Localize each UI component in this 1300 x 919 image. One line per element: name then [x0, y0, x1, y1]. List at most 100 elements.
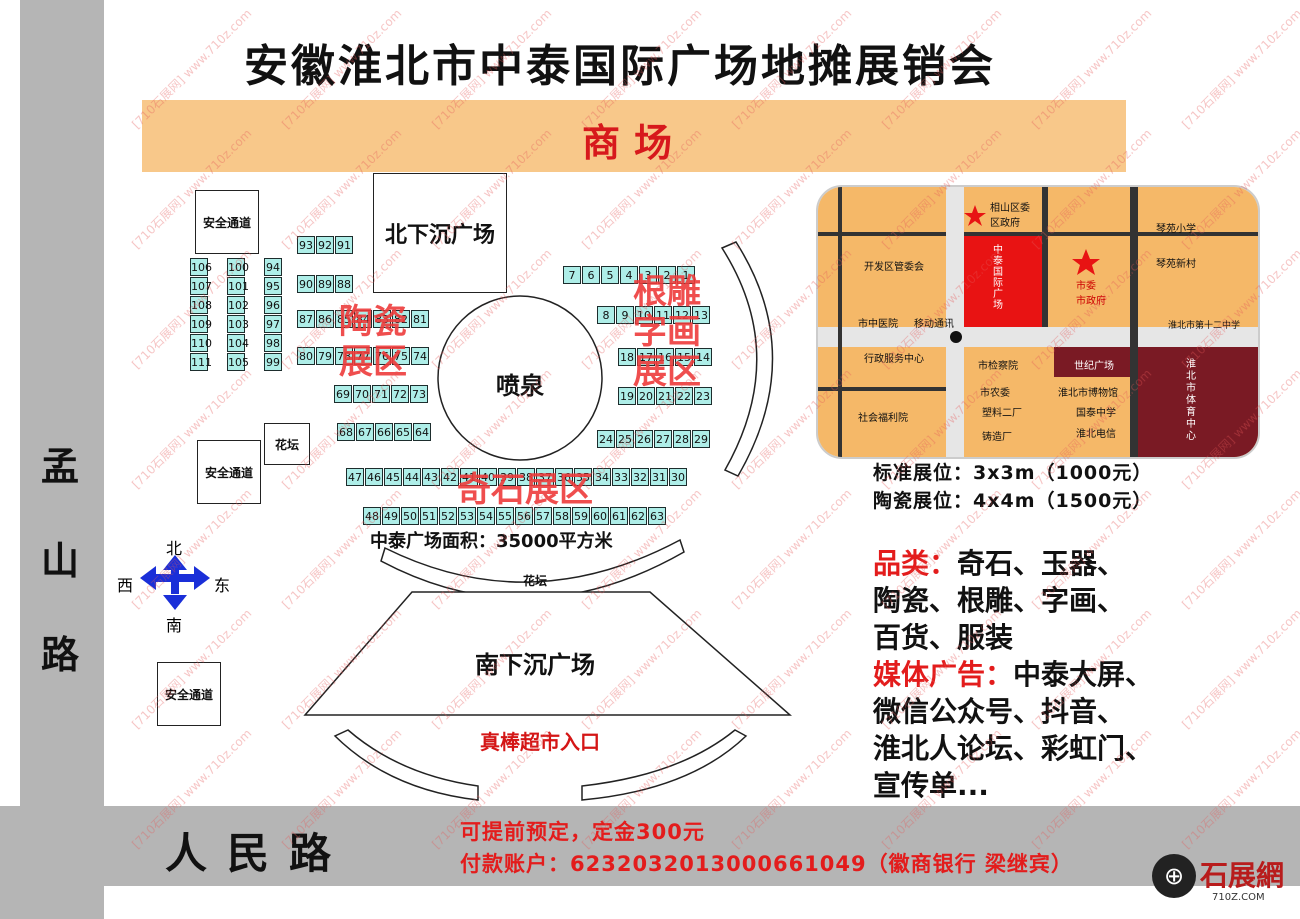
booth: 22 [675, 387, 693, 405]
road-edge-bottom [104, 886, 1300, 919]
map-label-dianxin: 淮北电信 [1076, 429, 1116, 440]
map-label-xingzheng: 行政服务中心 [864, 354, 924, 365]
map-label-jianchayuan: 市检察院 [978, 361, 1018, 372]
stone-zone-label: 奇石展区 [457, 470, 593, 510]
booth: 77 [354, 347, 372, 365]
booth: 1 [677, 266, 695, 284]
booth: 63 [648, 507, 666, 525]
booth: 32 [631, 468, 649, 486]
booth: 9 [616, 306, 634, 324]
media-label: 媒体广告： [873, 658, 1014, 691]
booth: 93 [297, 236, 315, 254]
booth: 47 [346, 468, 364, 486]
booth: 75 [392, 347, 410, 365]
booth: 107 [190, 277, 212, 295]
road-edge-corner [0, 886, 20, 919]
booth: 85 [335, 310, 353, 328]
map-label-tiyu: 淮 北 市 体 育 中 心 [1186, 359, 1196, 442]
booth: 71 [372, 385, 390, 403]
mall-label: 商场 [581, 121, 686, 165]
flower-bed-label: 花坛 [274, 437, 299, 452]
booth: 2 [658, 266, 676, 284]
booth: 15 [675, 348, 693, 366]
booth: 103 [227, 315, 249, 333]
booth: 24 [597, 430, 615, 448]
south-arc-left [333, 729, 479, 801]
booth: 106 [190, 258, 212, 276]
booth: 38 [517, 468, 535, 486]
booth: 104 [227, 334, 249, 352]
map-label-shiji: 世纪广场 [1074, 361, 1114, 372]
location-map: 相山区委 区政府 中 泰 国 际 广 场 市委 市政府 琴苑小学 琴苑新村 开发… [816, 185, 1260, 459]
category-label: 品类： [873, 547, 958, 580]
booth: 90 [297, 275, 315, 293]
compass-icon [140, 555, 210, 610]
booth: 99 [264, 353, 282, 371]
map-label-shiwei: 市委 市政府 [1076, 281, 1106, 307]
booth: 82 [392, 310, 410, 328]
safety-exit-3: 安全通道 [157, 662, 221, 726]
media-line-1: 媒体广告：中泰大屏、 [873, 656, 1283, 693]
booth: 43 [422, 468, 440, 486]
booth: 35 [574, 468, 592, 486]
map-label-yidong: 移动通讯 [914, 319, 954, 330]
booth: 19 [618, 387, 636, 405]
booth: 61 [610, 507, 628, 525]
booth: 40 [479, 468, 497, 486]
map-label-qinyuan-school: 琴苑小学 [1156, 224, 1196, 235]
booth: 36 [555, 468, 573, 486]
booth: 67 [356, 423, 374, 441]
logo: ⊕ 石展網 710Z.COM [1148, 848, 1298, 912]
booth: 11 [654, 306, 672, 324]
compass-west: 西 [117, 576, 134, 595]
meng-shan-road [20, 0, 104, 919]
flower-bed-1: 花坛 [264, 423, 310, 465]
map-label-no12: 淮北市第十二中学 [1168, 321, 1241, 331]
booth: 5 [601, 266, 619, 284]
booth: 100 [227, 258, 249, 276]
south-plaza-shape [303, 591, 792, 716]
booth: 109 [190, 315, 212, 333]
meng-road-label: 孟山路 [40, 445, 79, 677]
booth: 49 [382, 507, 400, 525]
media-line-2: 微信公众号、抖音、 [873, 695, 1126, 728]
booth: 73 [410, 385, 428, 403]
safety-exit-label: 安全通道 [202, 215, 251, 230]
booth: 60 [591, 507, 609, 525]
price-ceramic: 陶瓷展位：4x4m（1500元） [873, 490, 1153, 512]
flower-bed-2-label: 花坛 [522, 574, 547, 588]
booth: 17 [637, 348, 655, 366]
booth: 41 [460, 468, 478, 486]
booth: 58 [553, 507, 571, 525]
booth: 37 [536, 468, 554, 486]
booth: 14 [694, 348, 712, 366]
logo-name: 石展網 [1200, 859, 1285, 892]
safety-exit-label: 安全通道 [164, 687, 213, 702]
booth: 54 [477, 507, 495, 525]
booth: 27 [654, 430, 672, 448]
page-title: 安徽淮北市中泰国际广场地摊展销会 [244, 41, 996, 92]
booth: 25 [616, 430, 634, 448]
booth: 111 [190, 353, 212, 371]
booth: 110 [190, 334, 212, 352]
booth: 33 [612, 468, 630, 486]
booth: 74 [411, 347, 429, 365]
compass-north: 北 [166, 539, 183, 558]
map-label-zhongtai: 中 泰 国 际 广 场 [993, 245, 1003, 311]
booth: 31 [650, 468, 668, 486]
compass-south: 南 [166, 616, 183, 635]
booth: 64 [413, 423, 431, 441]
booth: 69 [334, 385, 352, 403]
map-label-qinyuan-village: 琴苑新村 [1156, 259, 1196, 270]
booth: 66 [375, 423, 393, 441]
media-line-4: 宣传单... [873, 769, 989, 802]
booth: 6 [582, 266, 600, 284]
booth: 48 [363, 507, 381, 525]
ceramic-zone-label: 陶瓷 展区 [339, 302, 407, 382]
root-carving-zone-label: 根雕 字画 展区 [633, 272, 701, 392]
safety-exit-1: 安全通道 [195, 190, 259, 254]
booth: 59 [572, 507, 590, 525]
booth: 29 [692, 430, 710, 448]
media-line-3: 淮北人论坛、彩虹门、 [873, 732, 1154, 765]
map-label-zhuzao: 铸造厂 [982, 432, 1012, 443]
